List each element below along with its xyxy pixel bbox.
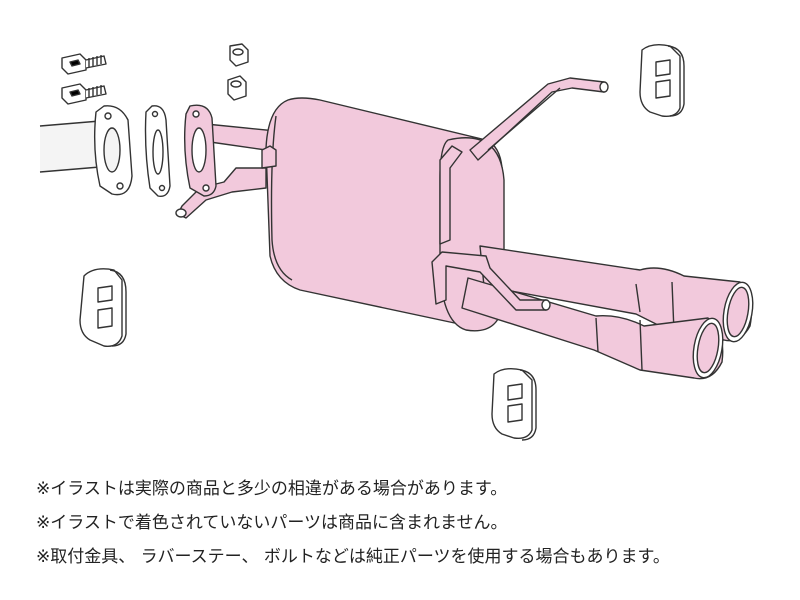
rubber-hanger-left [79, 268, 127, 347]
tailpipe-bracket [431, 251, 551, 311]
note-illustration-difference: ※イラストは実際の商品と多少の相違がある場合があります。 [36, 479, 508, 499]
bolt-upper [61, 53, 107, 75]
rubber-hanger-top-right [639, 43, 685, 118]
front-pipe [39, 105, 133, 196]
note-uncolored-parts: ※イラストで着色されていないパーツは商品に含まれません。 [36, 513, 508, 533]
tailpipe-upper [479, 245, 754, 343]
bolt-lower [61, 83, 107, 105]
notes-section: ※イラストは実際の商品と多少の相違がある場合があります。 ※イラストで着色されて… [36, 472, 776, 574]
exhaust-muffler-diagram [39, 43, 754, 441]
hanger-rod [439, 77, 609, 245]
nut-upper [229, 43, 249, 67]
inlet-pipe [175, 104, 291, 219]
rubber-hanger-bottom [491, 367, 537, 441]
gasket [144, 105, 171, 197]
nut-lower [227, 75, 247, 101]
note-genuine-parts: ※取付金具、 ラバーステー、 ボルトなどは純正パーツを使用する場合もあります。 [36, 547, 670, 567]
